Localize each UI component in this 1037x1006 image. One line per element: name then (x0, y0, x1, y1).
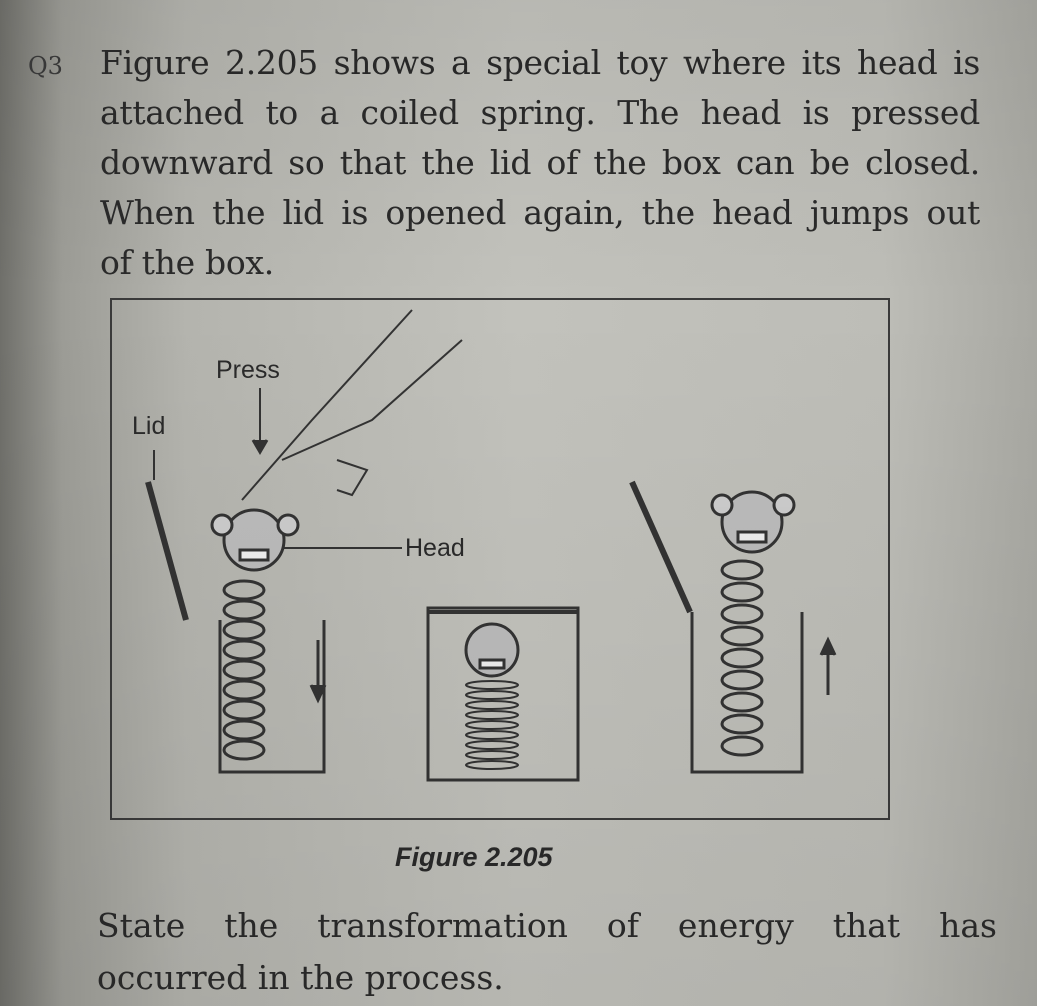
task-line: occurred in the process. (97, 958, 504, 997)
closed-box (426, 606, 580, 782)
lid-right (629, 480, 693, 614)
spring-extended (720, 559, 764, 757)
lid-left (145, 481, 189, 621)
task-text: State the transformation of energy that … (97, 900, 997, 1004)
question-line: downward so that the lid of the box can … (100, 143, 980, 182)
head-jumped (710, 490, 796, 554)
jack-in-the-box-illustration (145, 309, 837, 782)
question-line: Figure 2.205 shows a special toy where i… (100, 43, 980, 82)
press-label: Press (216, 356, 280, 384)
open-box-left (218, 620, 326, 774)
head-label: Head (405, 534, 465, 562)
lid-label: Lid (132, 412, 166, 440)
head-pressed (210, 508, 300, 572)
head-closed (464, 622, 520, 678)
spring-compressed-pressed (222, 579, 266, 761)
hand (241, 309, 463, 501)
figure-caption: Figure 2.205 (395, 842, 553, 872)
open-box-right (690, 612, 804, 774)
figure-box: Press Lid Head (110, 298, 890, 820)
task-line: State the transformation of energy that … (97, 906, 997, 945)
spring-compressed-closed (465, 680, 519, 770)
question-line: When the lid is opened again, the head j… (100, 193, 980, 232)
question-text: Figure 2.205 shows a special toy where i… (100, 38, 980, 288)
question-line: of the box. (100, 243, 274, 282)
question-line: attached to a coiled spring. The head is… (100, 93, 980, 132)
question-number: Q3 (28, 52, 63, 80)
